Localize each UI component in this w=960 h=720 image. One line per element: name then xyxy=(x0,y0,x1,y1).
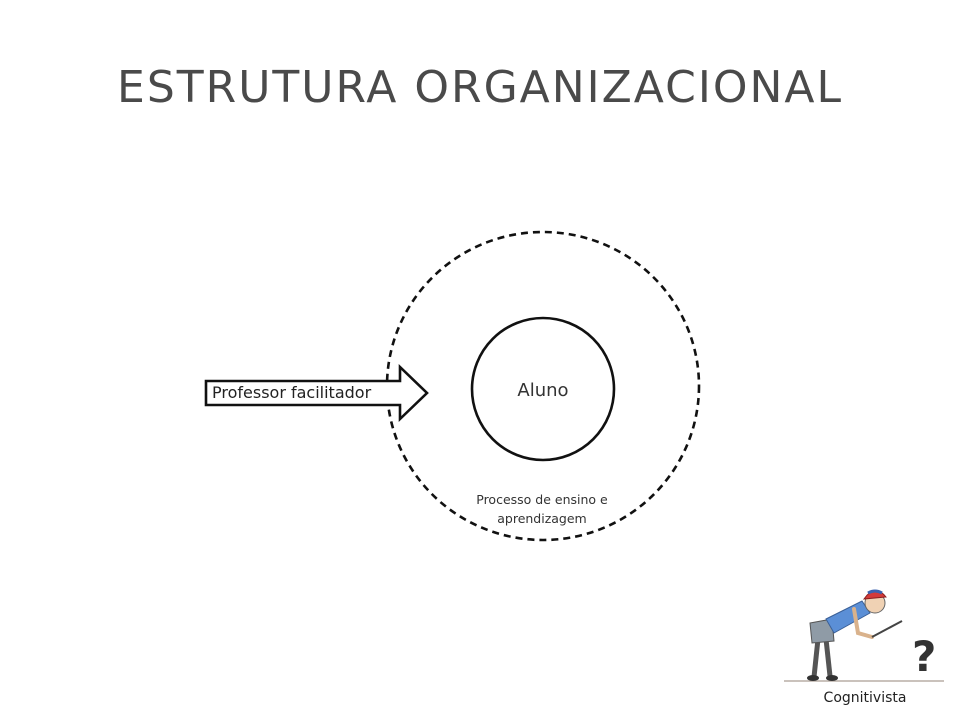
student-with-question-mark-icon: ? xyxy=(784,589,944,682)
arrow-label: Professor facilitador xyxy=(212,383,372,402)
figure-caption: Cognitivista xyxy=(823,690,907,706)
student-circle xyxy=(470,316,616,462)
slide-title: ESTRUTURA ORGANIZACIONAL xyxy=(117,62,843,113)
process-label: Processo de ensino e aprendizagem xyxy=(452,490,632,528)
center-label: Aluno xyxy=(517,380,569,401)
process-label-line1: Processo de ensino e xyxy=(476,492,608,507)
svg-text:?: ? xyxy=(912,632,936,681)
facilitator-arrow xyxy=(204,363,429,423)
process-label-line2: aprendizagem xyxy=(497,511,587,526)
